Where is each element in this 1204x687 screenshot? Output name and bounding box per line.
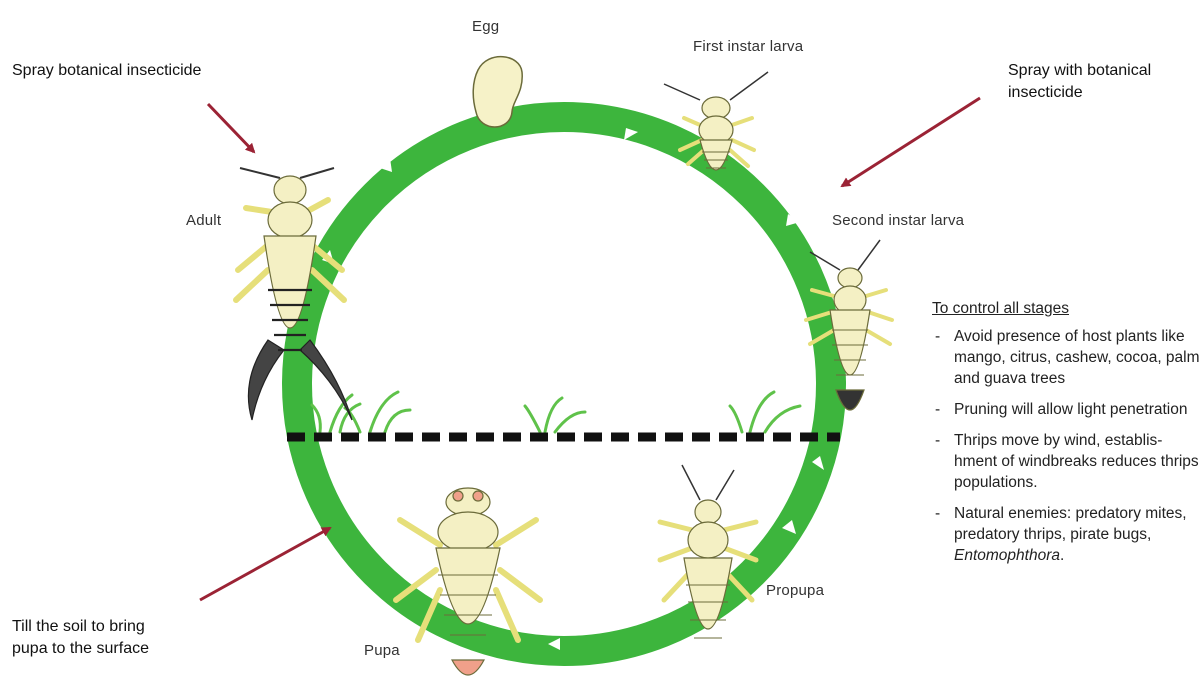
- label-propupa: Propupa: [766, 582, 824, 599]
- control-notes: To control all stages - Avoid presence o…: [932, 300, 1200, 576]
- control-item-text-before: Natural enemies: predatory mites, predat…: [954, 505, 1187, 543]
- arrow-spray-larva: [842, 98, 980, 186]
- control-list: - Avoid presence of host plants like man…: [932, 326, 1200, 566]
- label-spray-adult: Spray botanical insecticide: [12, 60, 201, 82]
- control-item-text: Pruning will allow light penetration: [954, 401, 1188, 418]
- control-item: - Natural enemies: predatory mites, pred…: [932, 503, 1200, 566]
- label-egg: Egg: [472, 18, 499, 35]
- control-item: - Thrips move by wind, establis-hment of…: [932, 430, 1200, 493]
- control-item-text-after: .: [1060, 547, 1064, 564]
- control-item: - Avoid presence of host plants like man…: [932, 326, 1200, 389]
- ring-arrow: [330, 578, 342, 590]
- control-item: - Pruning will allow light penetration: [932, 399, 1200, 420]
- label-till-soil-line2: pupa to the surface: [12, 638, 149, 660]
- control-item-text: Natural enemies: predatory mites, predat…: [954, 505, 1187, 564]
- list-dash: -: [935, 399, 940, 420]
- label-till-soil: Till the soil to bring pupa to the surfa…: [12, 616, 149, 660]
- list-dash: -: [935, 326, 940, 347]
- list-dash: -: [935, 503, 940, 524]
- control-item-text: Avoid presence of host plants like mango…: [954, 328, 1200, 387]
- arrow-till-soil: [200, 528, 330, 600]
- label-spray-larva: Spray with botanical insecticide: [1008, 60, 1151, 104]
- arrow-spray-adult: [208, 104, 254, 152]
- label-spray-larva-line1: Spray with botanical: [1008, 60, 1151, 82]
- label-till-soil-line1: Till the soil to bring: [12, 616, 149, 638]
- list-dash: -: [935, 430, 940, 451]
- label-adult: Adult: [186, 212, 221, 229]
- grass: [312, 392, 800, 432]
- control-item-text: Thrips move by wind, establis-hment of w…: [954, 432, 1199, 491]
- label-second-instar: Second instar larva: [832, 212, 964, 229]
- label-pupa: Pupa: [364, 642, 400, 659]
- control-item-text-italic: Entomophthora: [954, 547, 1060, 564]
- label-first-instar: First instar larva: [693, 38, 803, 55]
- control-heading: To control all stages: [932, 300, 1200, 318]
- cycle-ring: [297, 117, 831, 651]
- label-spray-larva-line2: insecticide: [1008, 82, 1151, 104]
